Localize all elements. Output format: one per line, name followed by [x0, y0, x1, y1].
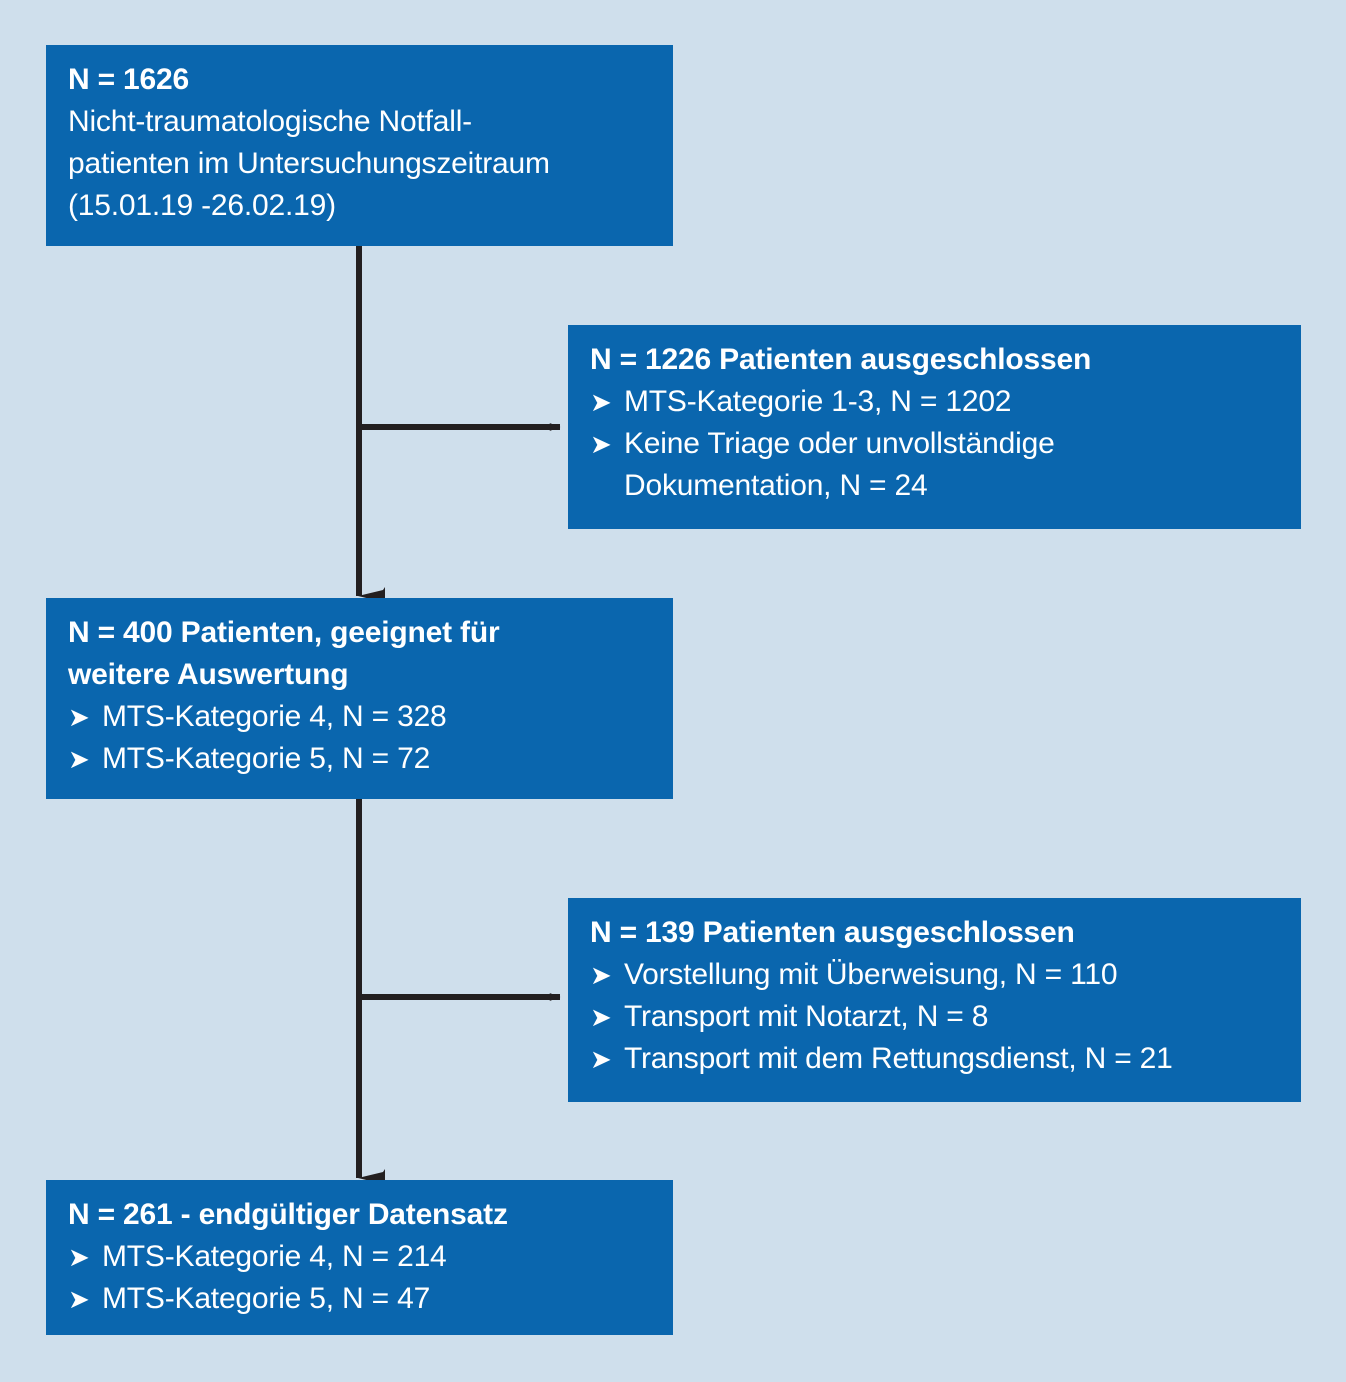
final-category-4: ➤ MTS-Kategorie 4, N = 214 [68, 1236, 651, 1278]
excluded-1-reason-1-label: MTS-Kategorie 1-3, N = 1202 [624, 385, 1012, 418]
excluded-2-reason-1: ➤ Vorstellung mit Überweisung, N = 110 [590, 954, 1279, 996]
cohort-total-count: N = 1626 [68, 63, 189, 96]
excluded-2-reason-2-label: Transport mit Notarzt, N = 8 [624, 1000, 989, 1033]
final-category-4-label: MTS-Kategorie 4, N = 214 [102, 1240, 447, 1273]
bullet-arrow-icon: ➤ [590, 429, 612, 459]
cohort-study-period: (15.01.19 -26.02.19) [68, 189, 336, 222]
bullet-arrow-icon: ➤ [590, 387, 612, 417]
excluded-1-heading: N = 1226 Patienten ausgeschlossen [590, 343, 1092, 376]
eligible-heading-line-2: weitere Auswertung [68, 658, 349, 691]
excluded-2-reason-3: ➤ Transport mit dem Rettungsdienst, N = … [590, 1038, 1279, 1080]
excluded-2-reason-3-label: Transport mit dem Rettungsdienst, N = 21 [624, 1042, 1173, 1075]
excluded-2-reason-2: ➤ Transport mit Notarzt, N = 8 [590, 996, 1279, 1038]
bullet-arrow-icon: ➤ [590, 1044, 612, 1074]
box-excluded-first-stage: N = 1226 Patienten ausgeschlossen ➤ MTS-… [568, 325, 1301, 529]
bullet-arrow-icon: ➤ [68, 702, 90, 732]
excluded-1-reason-1: ➤ MTS-Kategorie 1-3, N = 1202 [590, 381, 1279, 423]
excluded-2-reason-1-label: Vorstellung mit Überweisung, N = 110 [624, 958, 1118, 991]
final-category-5-label: MTS-Kategorie 5, N = 47 [102, 1282, 431, 1315]
excluded-1-reason-2: ➤ Keine Triage oder unvollständige [590, 423, 1279, 465]
excluded-2-heading: N = 139 Patienten ausgeschlossen [590, 916, 1075, 949]
cohort-description-line-2: patienten im Untersuchungszeitraum [68, 147, 550, 180]
box-eligible-patients: N = 400 Patienten, geeignet für weitere … [46, 598, 673, 799]
eligible-category-4: ➤ MTS-Kategorie 4, N = 328 [68, 696, 651, 738]
eligible-heading-line-1: N = 400 Patienten, geeignet für [68, 616, 500, 649]
eligible-category-5-label: MTS-Kategorie 5, N = 72 [102, 742, 431, 775]
box-final-dataset: N = 261 - endgültiger Datensatz ➤ MTS-Ka… [46, 1180, 673, 1335]
excluded-1-reason-2-continuation: Dokumentation, N = 24 [624, 469, 928, 502]
box-total-cohort: N = 1626 Nicht-traumatologische Notfall-… [46, 45, 673, 246]
bullet-arrow-icon: ➤ [68, 1242, 90, 1272]
cohort-description-line-1: Nicht-traumatologische Notfall- [68, 105, 472, 138]
bullet-arrow-icon: ➤ [590, 960, 612, 990]
eligible-category-5: ➤ MTS-Kategorie 5, N = 72 [68, 738, 651, 780]
excluded-1-reason-2-label: Keine Triage oder unvollständige [624, 427, 1055, 460]
final-heading: N = 261 - endgültiger Datensatz [68, 1198, 508, 1231]
final-category-5: ➤ MTS-Kategorie 5, N = 47 [68, 1278, 651, 1320]
bullet-arrow-icon: ➤ [590, 1002, 612, 1032]
box-excluded-second-stage: N = 139 Patienten ausgeschlossen ➤ Vorst… [568, 898, 1301, 1102]
bullet-arrow-icon: ➤ [68, 1284, 90, 1314]
bullet-arrow-icon: ➤ [68, 744, 90, 774]
eligible-category-4-label: MTS-Kategorie 4, N = 328 [102, 700, 447, 733]
